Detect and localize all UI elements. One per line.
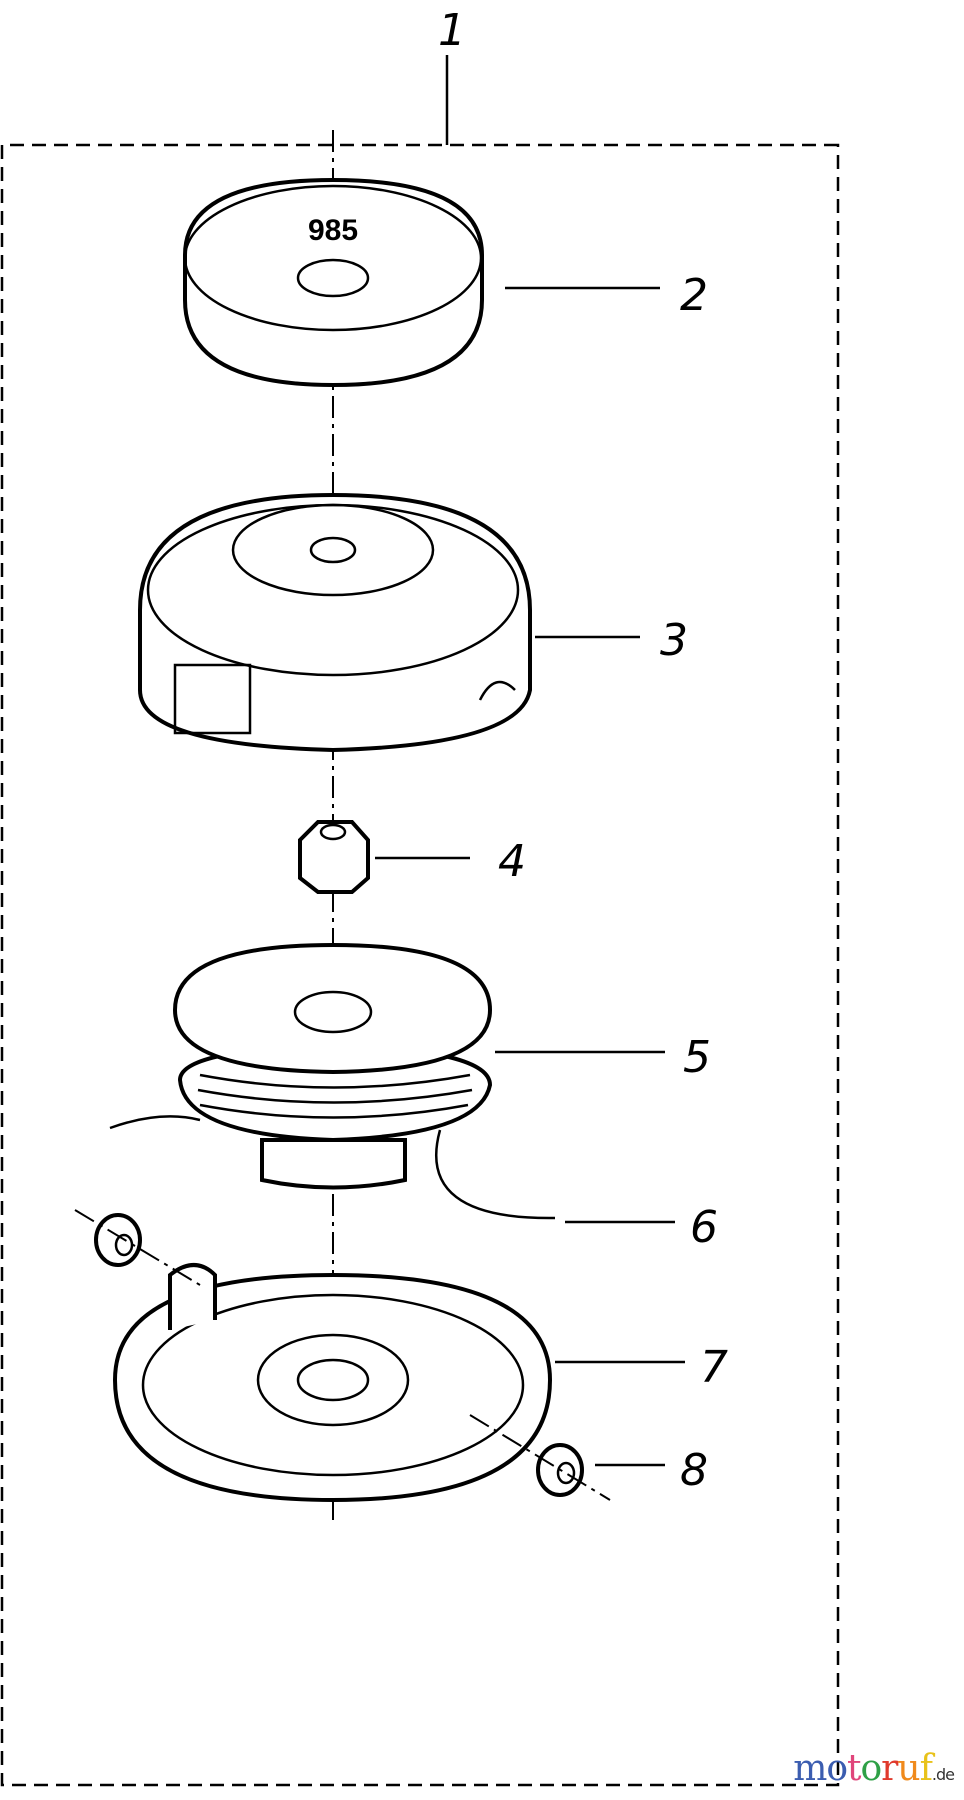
callout-6: 6 <box>690 1202 718 1253</box>
cap-marking: 985 <box>308 214 358 247</box>
callout-5: 5 <box>683 1032 711 1083</box>
assembly-boundary <box>0 143 840 1787</box>
watermark-logo: motoruf.de <box>793 1748 955 1789</box>
part-6-trimmer-line <box>109 1115 556 1220</box>
part-2-cap: 985 <box>183 177 484 388</box>
callout-7: 7 <box>700 1342 728 1393</box>
part-7-base <box>112 1263 553 1503</box>
roller-axis-right <box>469 1414 611 1501</box>
callout-3: 3 <box>660 615 688 666</box>
part-8-roller-left <box>94 1213 142 1267</box>
part-4-nut <box>298 820 370 894</box>
callout-8: 8 <box>680 1445 708 1496</box>
part-5-spool <box>109 942 556 1220</box>
roller-axis-left <box>74 1209 201 1286</box>
callout-1: 1 <box>438 5 466 56</box>
part-3-housing <box>138 492 532 753</box>
callout-2: 2 <box>680 270 708 321</box>
watermark-suffix: .de <box>931 1765 955 1784</box>
callout-4: 4 <box>498 836 526 887</box>
